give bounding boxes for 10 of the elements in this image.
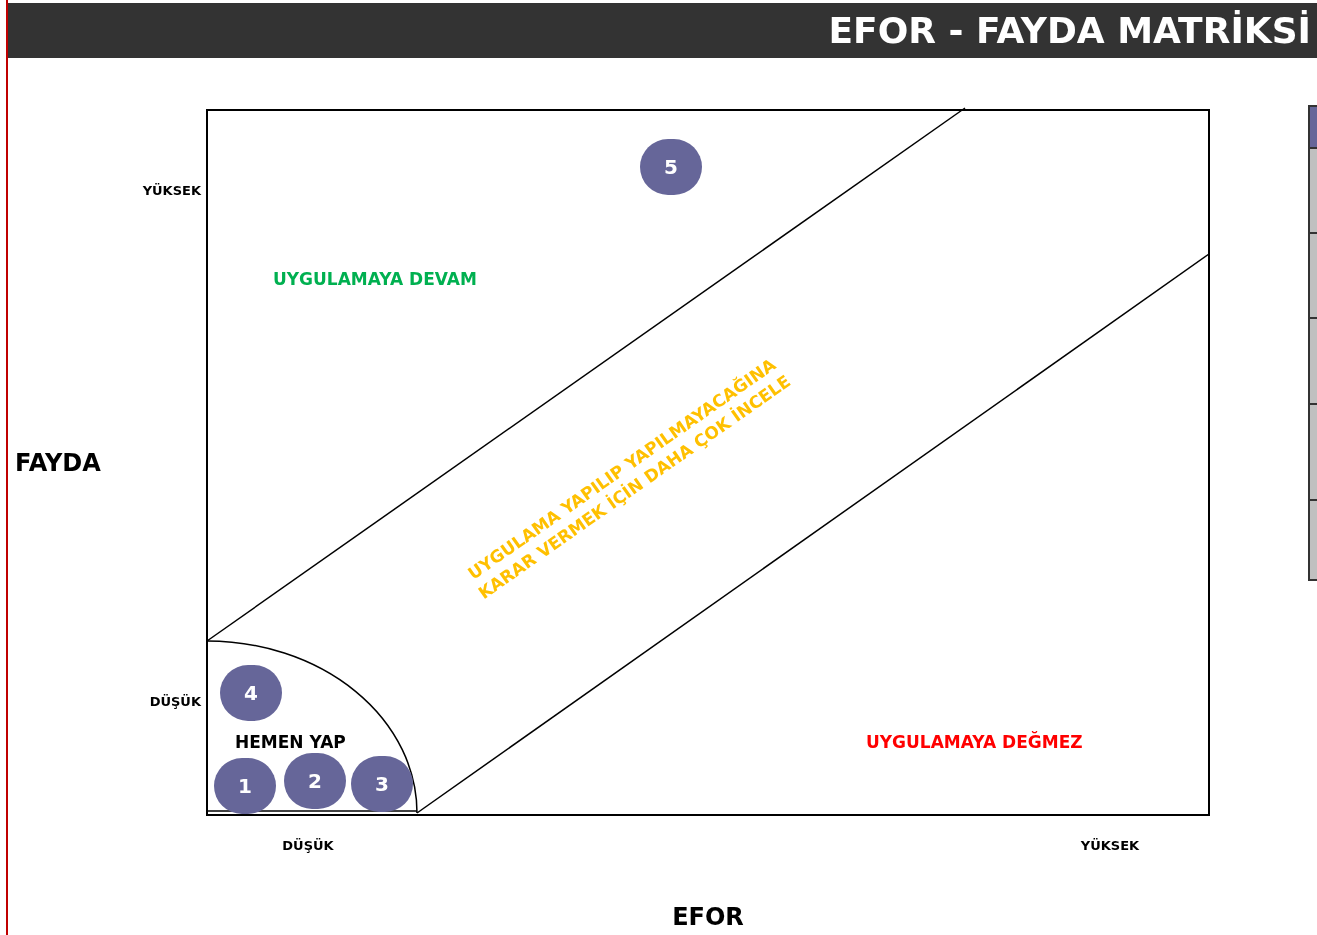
axis-title: EFOR [672,902,744,933]
axis-tick-label: YÜKSEK [142,182,201,201]
title: EFOR - FAYDA MATRİKSİ [828,8,1311,53]
axis-tick-label: DÜŞÜK [149,693,201,712]
quadrant-label: UYGULAMAYA DEĞMEZ [866,730,1083,755]
quadrant-label: HEMEN YAP [235,731,346,755]
axis-title: FAYDA [15,448,101,479]
axis-tick-label: YÜKSEK [1080,837,1140,856]
axis-tick-label: DÜŞÜK [282,837,334,856]
quadrant-label: UYGULAMAYA DEVAM [273,268,477,292]
